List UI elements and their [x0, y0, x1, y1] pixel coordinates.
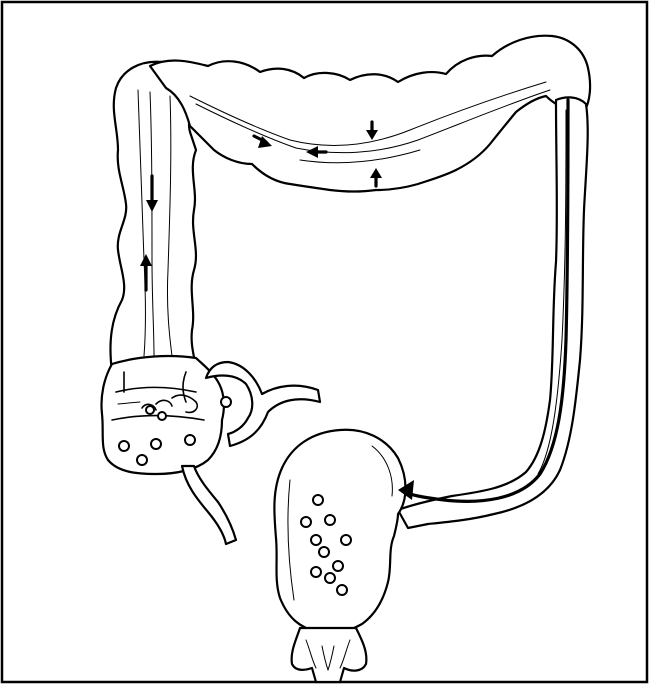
pellet [119, 441, 129, 451]
anal-canal [292, 628, 367, 682]
pellet [341, 535, 351, 545]
pellet [185, 435, 195, 445]
appendix [182, 466, 236, 544]
pellet [325, 515, 335, 525]
pellet [319, 547, 329, 557]
pellet [311, 567, 321, 577]
pellet [337, 585, 347, 595]
pellet [325, 573, 335, 583]
pellet [146, 406, 154, 414]
pellet [158, 412, 166, 420]
pellet [301, 517, 311, 527]
pellet [151, 439, 161, 449]
pellet [333, 561, 343, 571]
pellet [313, 495, 323, 505]
rectal-ampulla [274, 430, 405, 634]
pellet [137, 455, 147, 465]
colon-outline [101, 36, 590, 682]
pellet [221, 397, 231, 407]
pellet [311, 535, 321, 545]
